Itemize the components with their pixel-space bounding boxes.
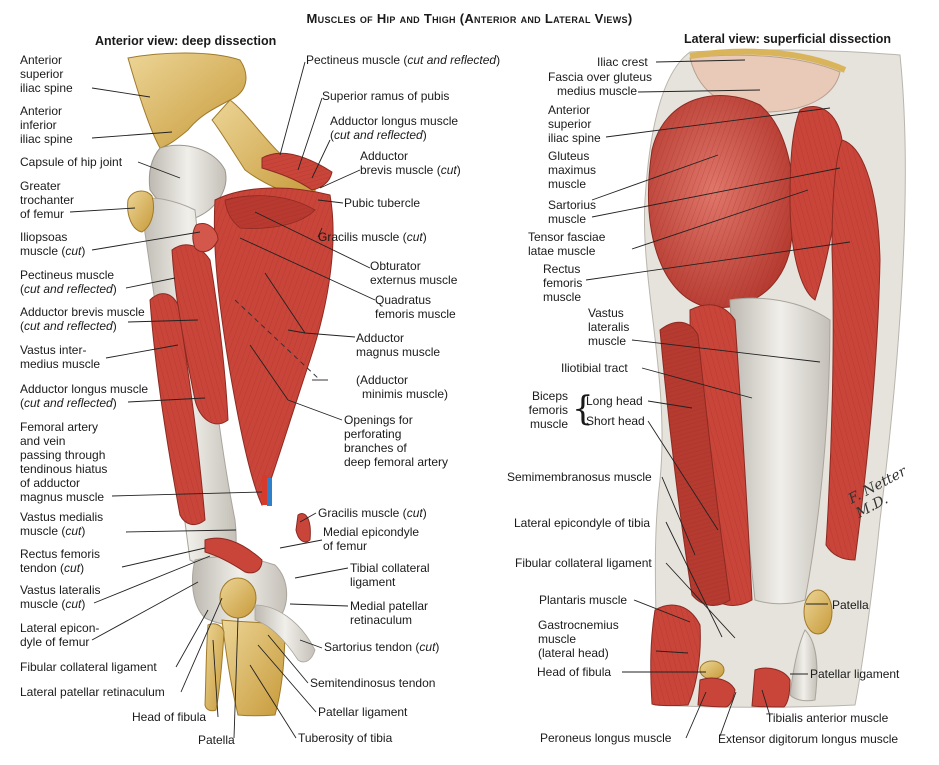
anterior-figure <box>127 52 334 717</box>
label-adductor-brevis-top: Adductor brevis muscle (cut) <box>360 149 461 177</box>
peroneus-longus <box>697 677 736 708</box>
label-fibular-collateral-lat: Fibular collateral ligament <box>515 556 652 570</box>
label-patellar-ligament: Patellar ligament <box>318 705 408 719</box>
iliopsoas-stub <box>192 223 219 253</box>
label-lateral-epicondyle: Lateral epicon-dyle of femur <box>20 621 100 649</box>
label-iliopsoas: Iliopsoas muscle (cut) <box>20 230 86 258</box>
label-semimembranosus: Semimembranosus muscle <box>507 470 652 484</box>
label-superior-ramus: Superior ramus of pubis <box>322 89 450 103</box>
quadriceps-tendon-cut <box>204 537 263 574</box>
knee-ligaments <box>254 604 316 663</box>
label-vastus-lateralis: Vastus lateralis muscle (cut) <box>20 583 101 611</box>
label-vastus-intermedius: Vastus inter-medius muscle <box>20 343 101 371</box>
iliac-crest-bone <box>689 48 847 73</box>
patellar-ligament-lateral <box>789 629 818 702</box>
label-peroneus-longus: Peroneus longus muscle <box>540 731 672 745</box>
label-long-head: Long head <box>586 394 643 408</box>
label-sartorius-tendon: Sartorius tendon (cut) <box>324 640 440 654</box>
label-pectineus-top: Pectineus muscle (cut and reflected) <box>306 53 501 67</box>
label-iliotibial-tract: Iliotibial tract <box>561 361 628 375</box>
lateral-figure <box>643 48 906 708</box>
femoral-vein <box>267 478 272 506</box>
label-patella-lat: Patella <box>832 598 869 612</box>
label-adductor-longus: Adductor longus muscle (cut and reflecte… <box>20 382 149 410</box>
leader-lines <box>69 59 851 739</box>
label-lateral-epicondyle-tibia: Lateral epicondyle of tibia <box>514 516 651 530</box>
label-gracilis-bottom: Gracilis muscle (cut) <box>318 506 427 520</box>
plate-title: Muscles of Hip and Thigh (Anterior and L… <box>306 11 633 26</box>
label-adductor-brevis: Adductor brevis muscle (cut and reflecte… <box>20 305 145 333</box>
label-rectus-femoris-tendon: Rectus femoris tendon (cut) <box>20 547 101 575</box>
patella-bone <box>219 577 257 619</box>
label-adductor-longus-top: Adductor longus muscle (cut and reflecte… <box>330 114 459 142</box>
label-pubic-tubercle: Pubic tubercle <box>344 196 421 210</box>
gracilis-stub <box>295 513 311 543</box>
label-short-head: Short head <box>586 414 645 428</box>
label-head-fibula-lat: Head of fibula <box>537 665 612 679</box>
label-extensor-digitorum: Extensor digitorum longus muscle <box>718 732 899 746</box>
greater-trochanter <box>127 190 155 233</box>
label-head-of-fibula: Head of fibula <box>132 710 207 724</box>
biceps-brace: { <box>572 389 594 429</box>
adductor-minimis-dashes <box>234 299 321 381</box>
lateral-fibula-head <box>699 660 725 680</box>
label-vastus-medialis: Vastus medialis muscle (cut) <box>20 510 104 538</box>
anterior-view-heading: Anterior view: deep dissection <box>95 34 277 48</box>
femoral-artery <box>262 475 267 505</box>
ilium-bone <box>127 52 247 149</box>
label-fibular-collateral: Fibular collateral ligament <box>20 660 157 674</box>
label-patellar-ligament-lat: Patellar ligament <box>810 667 900 681</box>
label-tibialis-anterior: Tibialis anterior muscle <box>766 711 889 725</box>
label-patella: Patella <box>198 733 235 747</box>
lateral-view-heading: Lateral view: superficial dissection <box>684 32 892 46</box>
label-capsule-hip: Capsule of hip joint <box>20 155 123 169</box>
tibia-bone <box>221 619 286 717</box>
label-lateral-patellar-retinaculum: Lateral patellar retinaculum <box>20 685 165 699</box>
label-plantaris: Plantaris muscle <box>539 593 628 607</box>
label-semitendinosus: Semitendinosus tendon <box>310 676 436 690</box>
label-gracilis-top: Gracilis muscle (cut) <box>318 230 427 244</box>
label-pectineus: Pectineus muscle (cut and reflected) <box>20 268 117 296</box>
label-tuberosity-tibia: Tuberosity of tibia <box>298 731 393 745</box>
lateral-patella-bone <box>803 589 833 635</box>
pubic-ramus-bone <box>211 99 316 201</box>
tibialis-anterior <box>751 667 791 708</box>
label-iliac-crest: Iliac crest <box>597 55 648 69</box>
